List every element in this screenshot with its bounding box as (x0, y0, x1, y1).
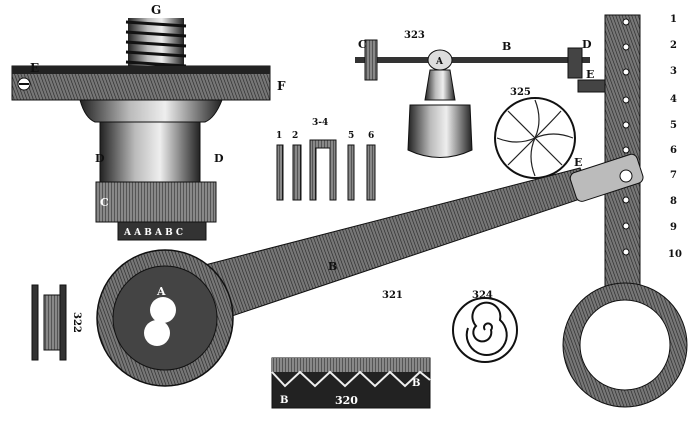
fig-323-number: 323 (404, 30, 425, 41)
ruler-figure: 1 2 3 4 5 6 7 8 9 10 (562, 14, 688, 408)
band-c (95, 181, 217, 223)
figure-323: 323 C B A D E (355, 30, 607, 158)
figure-324: 324 (452, 290, 518, 363)
ruler-mark-6: 6 (670, 145, 677, 156)
figure-325: 325 (494, 87, 576, 179)
ruler-mark-3: 3 (670, 66, 677, 77)
label-e-321: E (574, 156, 582, 169)
label-d-right: D (214, 152, 224, 165)
label-g: G (151, 3, 161, 17)
worm-screw-g (125, 18, 187, 68)
ruler-mark-1: 1 (670, 14, 677, 25)
label-c: C (100, 196, 109, 209)
ruler-mark-9: 9 (670, 222, 677, 233)
figure-321-lever: A B E 321 (96, 153, 644, 387)
label-e: E (30, 61, 39, 75)
letter-ring (117, 221, 207, 241)
label-c-323: C (358, 38, 367, 51)
stand (407, 104, 473, 158)
tool-label-5: 5 (348, 131, 354, 141)
tool-label-1: 1 (276, 131, 282, 141)
collar-d (79, 99, 223, 123)
ruler-mark-7: 7 (670, 170, 677, 181)
label-d-left: D (95, 152, 105, 165)
ruler-mark-10: 10 (668, 249, 682, 260)
label-f: F (277, 79, 286, 93)
ruler-mark-4: 4 (670, 94, 677, 105)
fig-322-number: 322 (71, 312, 82, 333)
tool-label-6: 6 (368, 131, 374, 141)
label-a-323: A (435, 57, 444, 67)
label-e-323: E (586, 68, 594, 81)
gear-assembly-figure: E G F D D C A A B A B C (11, 3, 286, 241)
fig-325-number: 325 (510, 87, 531, 98)
tool-label-3-4: 3-4 (312, 118, 328, 128)
label-d-323: D (582, 38, 592, 51)
label-b-320-right: B (412, 378, 420, 389)
fig-324-number: 324 (472, 290, 493, 301)
ruler-mark-2: 2 (670, 40, 677, 51)
gear-c (364, 39, 378, 81)
label-b-323: B (502, 40, 511, 53)
label-b-321: B (328, 260, 337, 273)
tool-label-2: 2 (292, 131, 298, 141)
ruler-mark-5: 5 (670, 120, 677, 131)
figure-320: B 320 B (271, 357, 431, 409)
label-a-321: A (156, 285, 166, 298)
fig-320-number: 320 (335, 394, 358, 407)
fig-321-number: 321 (382, 290, 403, 301)
label-b-320-left: B (280, 395, 288, 406)
cylinder-body (99, 121, 201, 183)
ruler-mark-8: 8 (670, 196, 677, 207)
tools-figure: 1 2 3-4 5 6 (276, 118, 376, 201)
ring-letters: A A B A B C (123, 228, 183, 238)
figure-322: 322 (31, 284, 82, 361)
